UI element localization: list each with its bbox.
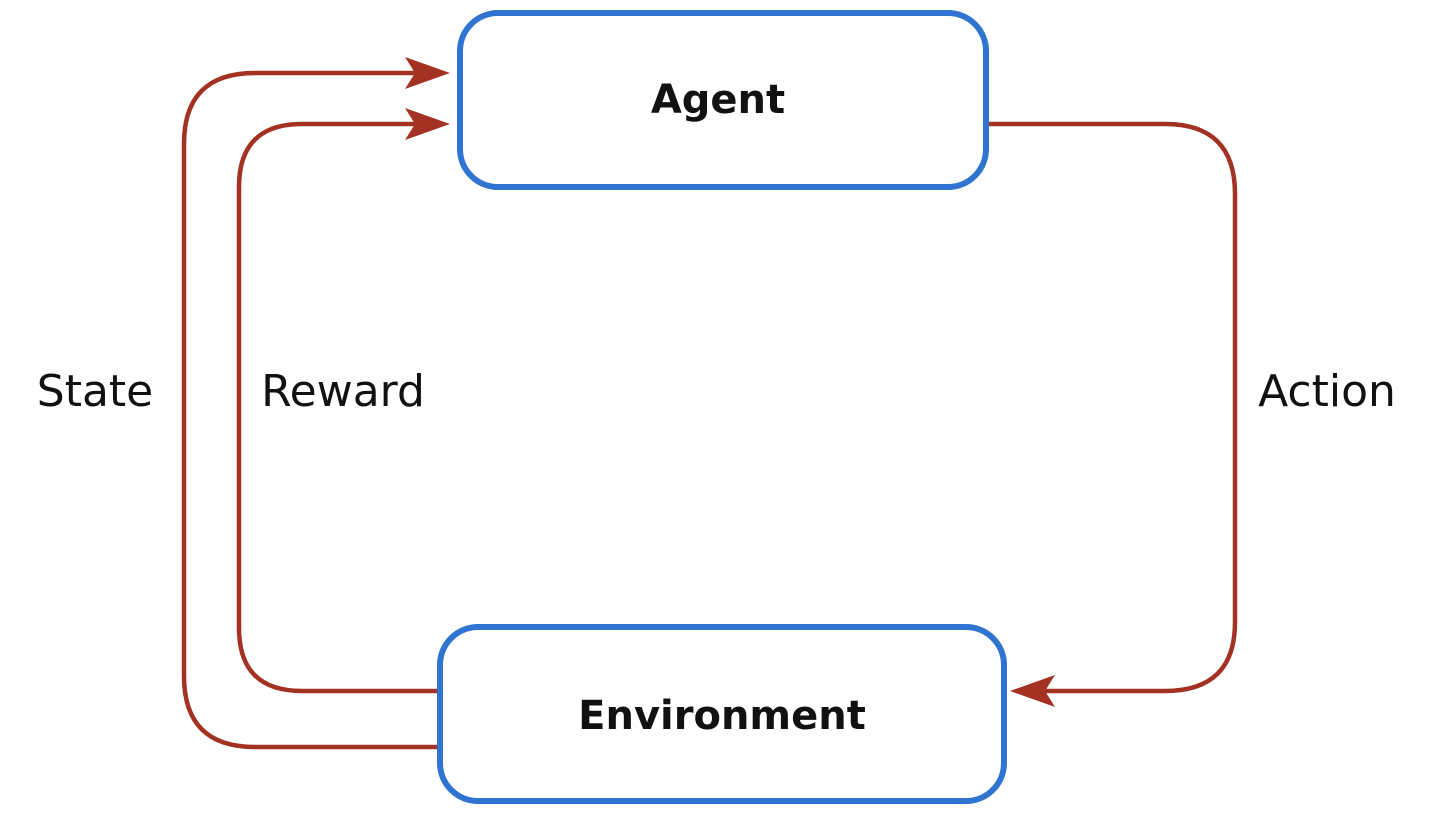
action-arrowhead: [1010, 675, 1055, 707]
agent-node: Agent: [457, 10, 989, 190]
agent-box: [457, 10, 989, 190]
environment-label: Environment: [578, 693, 866, 739]
state-edge: [181, 57, 450, 750]
state-arrowhead: [405, 57, 450, 89]
reward-edge-line: [236, 121, 437, 694]
environment-box: [437, 624, 1007, 804]
action-edge-line: [987, 121, 1238, 694]
agent-label: Agent: [651, 77, 785, 123]
state-edge-line: [181, 70, 437, 750]
reward-edge: [236, 108, 450, 694]
reward-label: Reward: [261, 366, 425, 417]
reward-arrowhead: [405, 108, 450, 140]
action-label: Action: [1258, 366, 1396, 417]
environment-node: Environment: [437, 624, 1007, 804]
action-edge: [987, 121, 1238, 707]
state-label: State: [37, 366, 153, 417]
